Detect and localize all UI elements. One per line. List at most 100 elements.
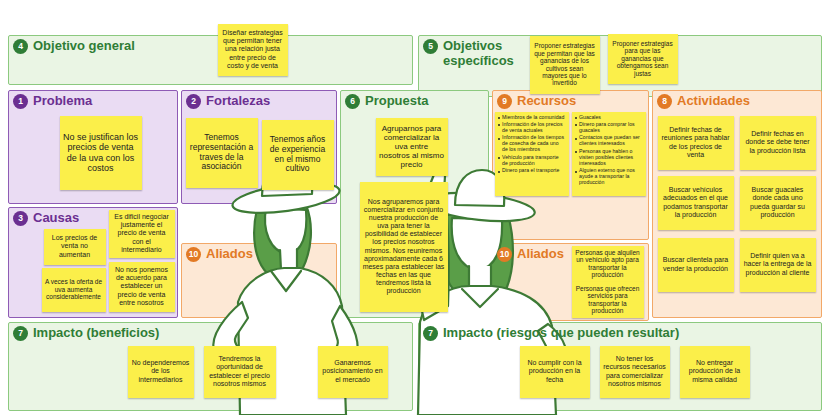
panel-heading: Actividades (677, 94, 821, 109)
note-text: No se justifican los precios de venta de… (63, 132, 139, 173)
callout-number: 9 (497, 94, 512, 109)
panel-heading: Objetivos específicos (443, 39, 531, 69)
callout-number: 7 (423, 326, 438, 341)
note-text: Dinero para el transporte (502, 168, 559, 174)
sticky-note: No entregar producción de la misma calid… (680, 346, 750, 398)
canvas-panel: FortalezasTenemos representación a trave… (181, 90, 337, 204)
note-text: Información de los precios de venta actu… (502, 122, 566, 134)
sticky-note: No tener los recursos necesarios para co… (600, 346, 670, 398)
sticky-note: Ganaremos posicionamiento en el mercado (318, 346, 388, 398)
callout-number: 6 (345, 94, 360, 109)
bullet-dot (575, 117, 577, 119)
canvas-panel: ActividadesDefinir fechas de reuniones p… (652, 90, 822, 318)
bullet-dot (498, 124, 500, 126)
note-text: Vehículo para transporte de producción (502, 155, 566, 167)
collar (462, 289, 498, 307)
list-item: Personas que hablen o visiten posibles c… (575, 149, 643, 167)
sticky-note: Proponer estrategias que permitan que la… (530, 36, 600, 94)
sticky-note: Es dificil negociar justamente el precio… (109, 210, 175, 258)
sticky-note: Tendremos la oportunidad de establecer e… (204, 346, 276, 398)
note-text: Proponer estrategias para que las gananc… (611, 40, 675, 77)
list-item: Dinero para comprar los guacales (575, 122, 643, 134)
neck (469, 266, 491, 287)
hat-crown (262, 158, 312, 196)
arm (213, 302, 252, 372)
bullet-dot (575, 124, 577, 126)
list-item: Alguien externo que nos ayude a transpor… (575, 168, 643, 186)
hair (254, 205, 311, 274)
sticky-note: Tenemos años de experiencia en el mismo … (262, 120, 334, 190)
note-text: Buscar guacales donde cada uno pueda gua… (743, 186, 813, 218)
bullet-dot (575, 138, 577, 140)
face (452, 218, 502, 270)
note-text: Dinero para comprar los guacales (579, 122, 643, 134)
canvas-panel: Impacto (beneficios)No dependeremos de l… (8, 322, 413, 411)
panel-heading: Recursos (517, 94, 648, 109)
list-item: Guacales (575, 115, 643, 121)
note-text: No dependeremos de los intermediarios (131, 359, 191, 383)
note-text: Información de los tiempos de cosecha de… (502, 135, 566, 153)
panel-heading: Problema (33, 94, 177, 109)
callout-number: 1 (13, 94, 28, 109)
note-text: Definir fechas de reuniones para hablar … (661, 126, 731, 158)
hat-brim (424, 188, 536, 225)
sticky-note: Personas que alquilen un vehículo apto p… (572, 246, 644, 282)
bullet-dot (498, 138, 500, 140)
callout-number: 8 (657, 94, 672, 109)
callout-number: 2 (186, 94, 201, 109)
sticky-note: Buscar clientela para vender la producci… (658, 238, 734, 292)
canvas-panel: CausasLos precios de venta no aumentanEs… (8, 207, 178, 318)
callout-number: 10 (186, 247, 201, 262)
sticky-note: No dependeremos de los intermediarios (128, 346, 194, 398)
panel-heading: Propuesta (365, 94, 488, 109)
canvas-panel: AliadosPersonas que alquilen un vehículo… (492, 243, 649, 321)
canvas-panel: Aliados (181, 243, 337, 318)
list-item: Información de los tiempos de cosecha de… (498, 135, 566, 153)
note-text: Ganaremos posicionamiento en el mercado (321, 359, 385, 383)
bullet-dot (498, 157, 500, 159)
hat-brim (231, 178, 342, 219)
note-text: No cumplir con la producción en la fecha (523, 359, 587, 383)
note-text: Guacales (579, 115, 601, 121)
note-text: Definir quien va a hacer la entrega de l… (743, 252, 813, 276)
list-item: Miembros de la comunidad (498, 115, 566, 121)
hat-crown (455, 170, 504, 206)
note-text: Miembros de la comunidad (502, 115, 564, 121)
sticky-note: Agruparnos para comercializar la uva ent… (376, 118, 448, 176)
collar (271, 271, 301, 291)
face (265, 208, 306, 254)
note-text: No entregar producción de la misma calid… (683, 359, 747, 383)
note-text: Agruparnos para comercializar la uva ent… (379, 124, 445, 170)
list-item: Contactos que puedan ser clientes intere… (575, 135, 643, 147)
note-text: No tener los recursos necesarios para co… (603, 355, 667, 387)
note-text: Buscar clientela para vender la producci… (661, 256, 731, 272)
note-text: Tenemos años de experiencia en el mismo … (265, 135, 331, 174)
sticky-note: Nos agruparemos para comercializar en co… (360, 182, 448, 312)
neck (280, 249, 297, 270)
note-text: Definir fechas en donde se debe tener la… (743, 130, 813, 154)
note-text: Diseñar estrategias que permitan tener u… (221, 29, 285, 69)
canvas-panel: PropuestaAgruparnos para comercializar l… (340, 90, 489, 318)
arm (325, 306, 358, 372)
panel-heading: Impacto (riesgos que pueden resultar) (443, 326, 821, 341)
raised-arm (418, 169, 449, 320)
note-text: Personas que ofrecen servicios para tran… (575, 285, 641, 315)
panel-heading: Aliados (206, 247, 336, 262)
sticky-note: No se justifican los precios de venta de… (60, 116, 142, 190)
sticky-note: Los precios de venta no aumentan (44, 229, 106, 265)
sticky-note: Buscar guacales donde cada uno pueda gua… (740, 176, 816, 230)
callout-number: 10 (497, 247, 512, 262)
canvas-panel: RecursosMiembros de la comunidadInformac… (492, 90, 649, 240)
sticky-note: GuacalesDinero para comprar los guacales… (572, 112, 646, 196)
sticky-note: No nos ponemos de acuerdo para establece… (109, 262, 175, 312)
note-text: Personas que hablen o visiten posibles c… (579, 149, 643, 167)
canvas-panel: Problema No se justifican los precios de … (8, 90, 178, 204)
note-text: Tenemos representación a traves de la as… (189, 133, 255, 172)
sticky-note: Miembros de la comunidadInformación de l… (495, 112, 569, 196)
sticky-note: A veces la oferta de uva aumenta conside… (42, 268, 106, 312)
canvas-panel: Impacto (riesgos que pueden resultar) No … (418, 322, 822, 411)
sticky-note: Definir fechas de reuniones para hablar … (658, 116, 734, 170)
callout-number: 3 (13, 211, 28, 226)
callout-number: 5 (423, 39, 438, 54)
